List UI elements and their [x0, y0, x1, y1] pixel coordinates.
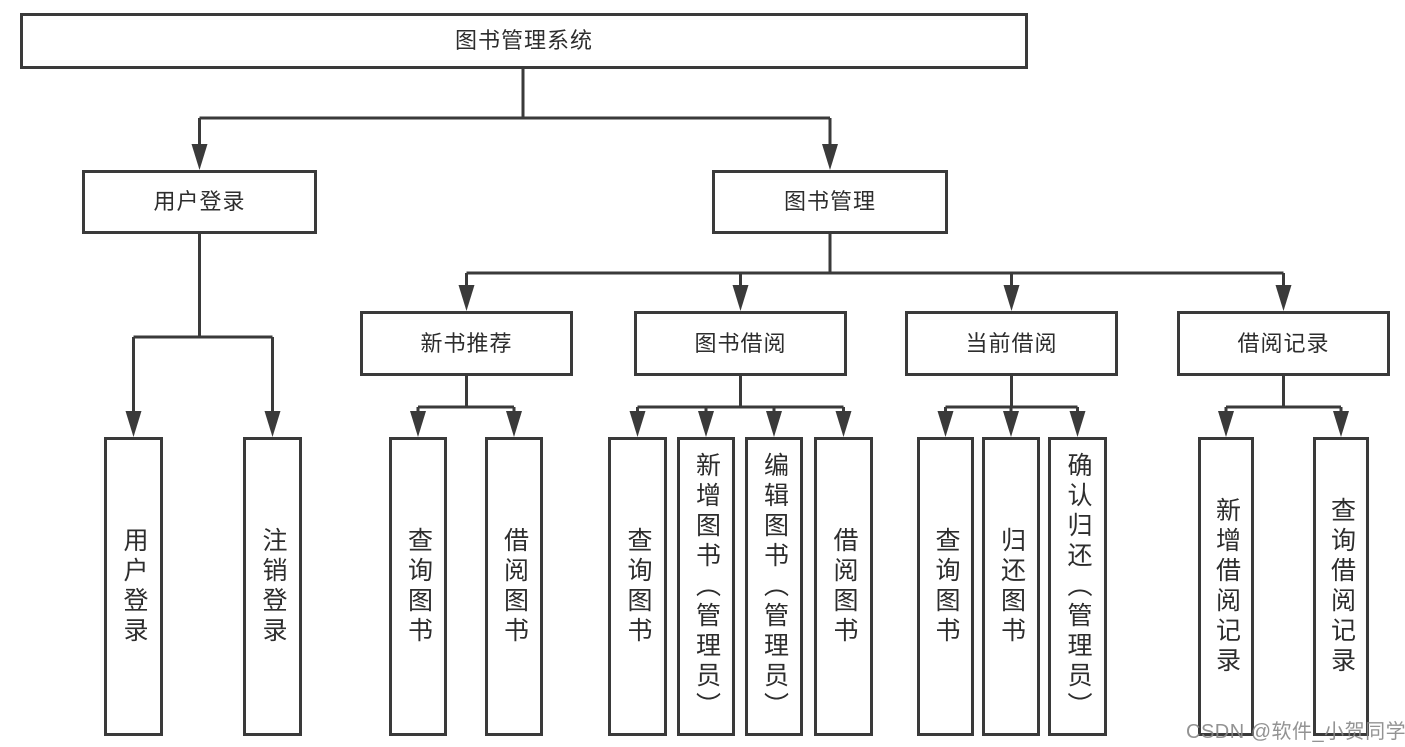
node-library-system: 图书管理系统 [20, 13, 1028, 69]
leaf-confirm-return-admin: 确认归还（管理员） [1048, 437, 1107, 736]
node-current-borrow: 当前借阅 [905, 311, 1118, 376]
leaf-query-books-recommend: 查询图书 [389, 437, 447, 736]
leaf-return-books: 归还图书 [982, 437, 1040, 736]
node-book-management: 图书管理 [712, 170, 948, 234]
watermark: CSDN @软件_小贺同学 [1186, 721, 1405, 743]
leaf-edit-book-admin: 编辑图书（管理员） [745, 437, 803, 736]
leaf-add-book-admin: 新增图书（管理员） [677, 437, 735, 736]
leaf-query-borrow-record: 查询借阅记录 [1313, 437, 1369, 736]
leaf-add-borrow-record: 新增借阅记录 [1198, 437, 1254, 736]
leaf-query-books-borrow: 查询图书 [608, 437, 667, 736]
node-book-borrow: 图书借阅 [634, 311, 847, 376]
leaf-logout: 注销登录 [243, 437, 302, 736]
node-borrow-records: 借阅记录 [1177, 311, 1390, 376]
leaf-user-login: 用户登录 [104, 437, 163, 736]
leaf-query-books-current: 查询图书 [917, 437, 974, 736]
node-user-login-group: 用户登录 [82, 170, 317, 234]
node-new-book-recommend: 新书推荐 [360, 311, 573, 376]
leaf-borrow-books-borrow: 借阅图书 [814, 437, 873, 736]
leaf-borrow-books-recommend: 借阅图书 [485, 437, 543, 736]
